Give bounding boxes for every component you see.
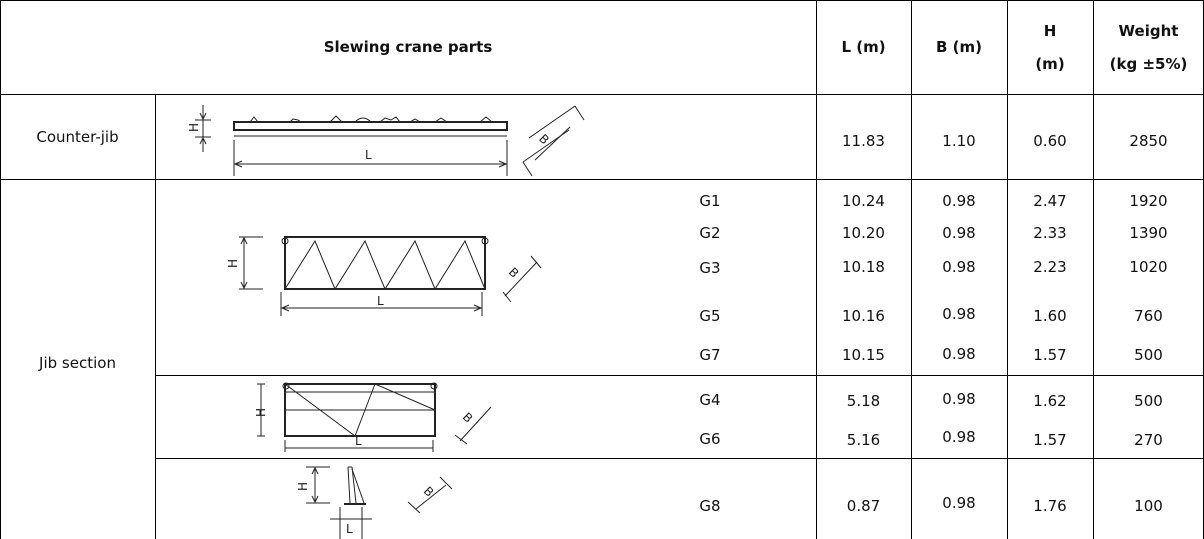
table-row: 2.33: [1033, 224, 1067, 242]
table-row: G8: [699, 497, 721, 515]
table-row: 0.98: [942, 494, 976, 512]
table-row: 270: [1134, 431, 1163, 449]
dim-label-L: L: [355, 434, 362, 448]
table-row: 0.87: [846, 497, 881, 515]
table-row: 760: [1134, 307, 1163, 325]
jib-section-diagram-short: H L B: [254, 382, 492, 452]
header-H-line1: H: [1043, 22, 1057, 40]
table-row: 1.57: [1033, 346, 1067, 364]
table-row: 1.60: [1033, 307, 1067, 325]
dim-label-B: B: [460, 410, 476, 426]
table-border-left: [0, 0, 1, 539]
table-row: 0.98: [942, 192, 976, 210]
col-divider-L: [816, 0, 817, 539]
table-row: 10.24: [842, 192, 885, 210]
g8-diagram: H L B: [296, 466, 453, 539]
table-row: G7: [699, 346, 721, 364]
table-row: 2.23: [1033, 258, 1067, 276]
counter-jib-label: Counter-jib: [36, 128, 119, 146]
dim-label-L: L: [346, 522, 353, 536]
counter-jib-W: 2850: [1129, 132, 1168, 150]
header-parts: Slewing crane parts: [323, 38, 493, 56]
dim-label-H: H: [187, 123, 201, 132]
table-row: 1390: [1129, 224, 1168, 242]
dim-label-H: H: [226, 259, 240, 268]
table-row: G6: [699, 430, 721, 448]
table-row: 10.15: [842, 346, 885, 364]
table-border-top: [0, 0, 1204, 1]
header-B: B (m): [936, 38, 982, 56]
header-divider: [0, 94, 1204, 95]
dim-label-L: L: [377, 294, 384, 308]
table-row: 2.47: [1033, 192, 1067, 210]
table-row: 0.98: [942, 390, 976, 408]
table-row: 1.62: [1033, 392, 1067, 410]
counter-jib-diagram: H L B: [187, 105, 585, 177]
dim-label-L: L: [365, 148, 372, 162]
table-row: 5.16: [846, 431, 881, 449]
table-row: 10.20: [842, 224, 885, 242]
col-divider-H: [1007, 0, 1008, 539]
header-W-line1: Weight: [1118, 22, 1179, 40]
header-H-line2: (m): [1035, 55, 1065, 73]
table-row: G2: [699, 224, 721, 242]
table-row: 0.98: [942, 345, 976, 363]
counter-jib-L: 11.83: [842, 132, 885, 150]
row-divider-g6: [155, 458, 1204, 459]
table-row: 0.98: [942, 428, 976, 446]
table-row: G5: [699, 307, 721, 325]
jib-section-diagram-long: H L B: [226, 236, 542, 316]
dim-label-B: B: [421, 484, 437, 500]
table-row: 500: [1134, 392, 1163, 410]
header-W-line2: (kg ±5%): [1109, 55, 1188, 73]
header-L: L (m): [841, 38, 886, 56]
label-column-divider: [155, 94, 156, 539]
dim-label-H: H: [254, 408, 268, 417]
table-row: 1920: [1129, 192, 1168, 210]
table-row: 10.16: [842, 307, 885, 325]
table-row: 100: [1134, 497, 1163, 515]
counter-jib-H: 0.60: [1033, 132, 1067, 150]
row-divider-counter-jib: [0, 179, 1204, 180]
table-row: 1.57: [1033, 431, 1067, 449]
dim-label-B: B: [506, 265, 522, 281]
dim-label-B: B: [536, 132, 552, 148]
table-row: G4: [699, 391, 721, 409]
col-divider-B: [911, 0, 912, 539]
counter-jib-B: 1.10: [942, 132, 976, 150]
col-divider-W: [1093, 0, 1094, 539]
table-row: 0.98: [942, 305, 976, 323]
table-row: 10.18: [842, 258, 885, 276]
table-row: G1: [699, 192, 721, 210]
table-row: 0.98: [942, 224, 976, 242]
dim-label-H: H: [296, 482, 310, 491]
jib-section-label: Jib section: [39, 354, 116, 372]
table-row: G3: [699, 259, 721, 277]
table-row: 1020: [1129, 258, 1168, 276]
table-row: 500: [1134, 346, 1163, 364]
row-divider-g7: [155, 375, 1204, 376]
table-row: 0.98: [942, 258, 976, 276]
table-row: 5.18: [846, 392, 881, 410]
table-row: 1.76: [1033, 497, 1067, 515]
